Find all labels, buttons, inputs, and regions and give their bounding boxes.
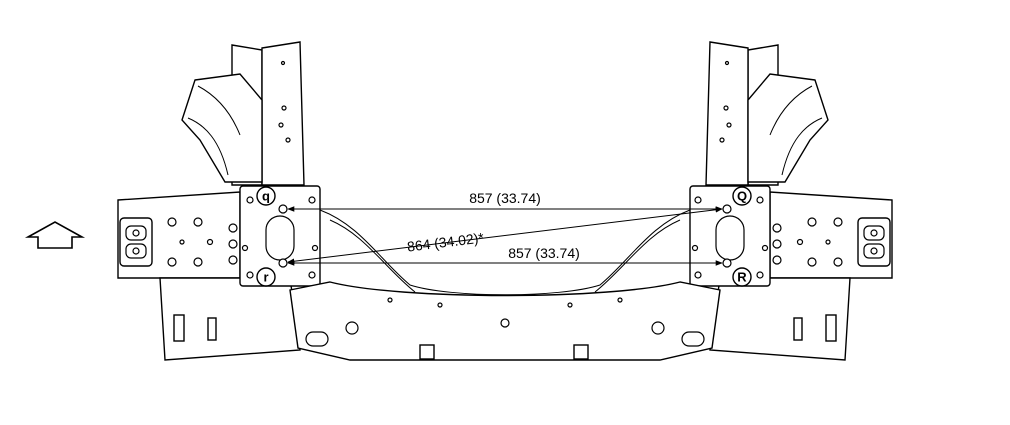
dimension-diagonal-label: 864 (34.02)* bbox=[406, 229, 485, 254]
point-R-hole bbox=[722, 258, 732, 268]
front-direction-arrow-icon bbox=[24, 221, 86, 249]
point-r-hole bbox=[278, 258, 288, 268]
svg-text:q: q bbox=[262, 189, 270, 204]
point-label-R: R bbox=[732, 267, 752, 287]
point-label-r: r bbox=[256, 267, 276, 287]
dimension-top-label: 857 (33.74) bbox=[469, 190, 541, 206]
dimension-bottom-label: 857 (33.74) bbox=[508, 245, 580, 261]
subframe-right-half bbox=[689, 41, 893, 361]
point-q-hole bbox=[278, 204, 288, 214]
point-label-q: q bbox=[256, 186, 276, 206]
dimension-line-diagonal bbox=[287, 206, 723, 265]
subframe-center bbox=[289, 209, 721, 361]
subframe-left-half bbox=[117, 41, 321, 361]
svg-text:R: R bbox=[737, 270, 747, 285]
svg-text:r: r bbox=[263, 270, 268, 285]
svg-text:Q: Q bbox=[737, 189, 747, 204]
point-Q-hole bbox=[722, 204, 732, 214]
dimension-lines bbox=[287, 206, 723, 266]
point-label-Q: Q bbox=[732, 186, 752, 206]
